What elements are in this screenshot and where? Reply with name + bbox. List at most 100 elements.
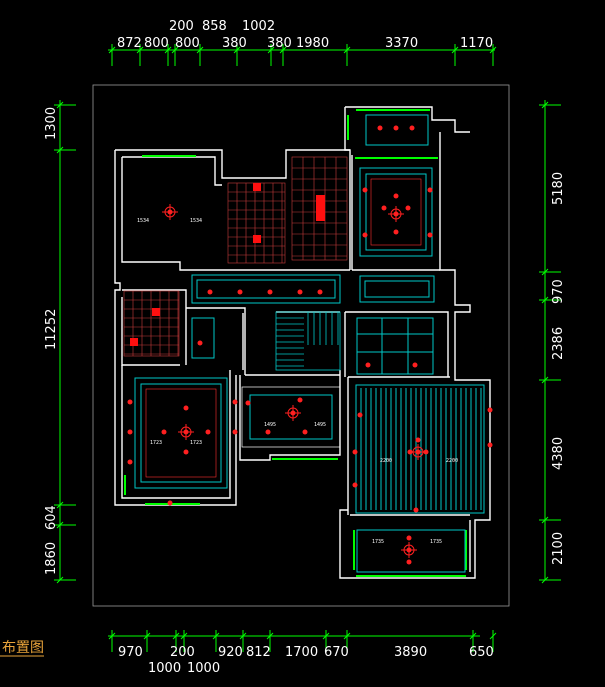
red-fixture [253, 183, 261, 191]
dim-bot-1000b: 1000 [187, 661, 220, 676]
lamp-marker [381, 205, 387, 211]
dim-top-1002: 1002 [242, 19, 275, 34]
red-fixture [152, 308, 160, 316]
lamp-marker [412, 362, 418, 368]
dim-top-800a: 800 [144, 36, 169, 51]
dim-bot-1700: 1700 [285, 645, 318, 660]
room-dim-label: 1495 [314, 422, 326, 428]
lamp-marker [406, 559, 412, 565]
dim-top-380b: 380 [267, 36, 292, 51]
lamp-marker [127, 399, 133, 405]
lamp-marker [393, 125, 399, 131]
lamp-marker [415, 437, 421, 443]
ceiling-lamps [127, 125, 493, 565]
dim-right-4380: 4380 [551, 437, 566, 470]
dim-top-1170: 1170 [460, 36, 493, 51]
dim-bot-812: 812 [246, 645, 271, 660]
room-dim-label: 1495 [264, 422, 276, 428]
lamp-marker [127, 429, 133, 435]
dim-left-11252: 11252 [44, 309, 59, 350]
lamp-marker [487, 407, 493, 413]
dim-top-1980: 1980 [296, 36, 329, 51]
dim-top-3370: 3370 [385, 36, 418, 51]
lamp-marker [405, 205, 411, 211]
dim-top-380a: 380 [222, 36, 247, 51]
room-dim-label: 2200 [446, 458, 458, 464]
lamp-marker [365, 362, 371, 368]
lamp-marker [267, 289, 273, 295]
dim-right-2386: 2386 [551, 327, 566, 360]
lamp-marker [487, 442, 493, 448]
walls [114, 106, 491, 579]
lamp-marker [265, 429, 271, 435]
dim-right-2100: 2100 [551, 532, 566, 565]
dim-bot-970: 970 [118, 645, 143, 660]
lamp-marker [297, 289, 303, 295]
red-fixture [253, 235, 261, 243]
dim-left-604: 604 [44, 505, 59, 530]
dimension-lines [54, 44, 561, 652]
tile-grids [123, 156, 348, 357]
lamp-marker [207, 289, 213, 295]
drawing-caption: 布置图 [2, 640, 44, 656]
lamp-marker [393, 229, 399, 235]
dim-top-200: 200 [169, 19, 194, 34]
dim-bot-3890: 3890 [394, 645, 427, 660]
dim-bot-920: 920 [218, 645, 243, 660]
dim-left-1300: 1300 [44, 107, 59, 140]
dim-bot-650: 650 [469, 645, 494, 660]
lamp-marker [127, 459, 133, 465]
dimension-text-top: 872 800 800 380 380 1980 3370 1170 200 8… [117, 19, 493, 51]
lamp-marker [232, 429, 238, 435]
drawing-frame [92, 84, 510, 607]
lamp-marker [167, 500, 173, 506]
lamp-marker [393, 193, 399, 199]
lamp-marker [245, 400, 251, 406]
lamp-marker [352, 482, 358, 488]
lamp-marker [357, 412, 363, 418]
red-fixture [316, 195, 325, 221]
lamp-marker [352, 449, 358, 455]
lamp-marker [297, 397, 303, 403]
staircase [275, 311, 341, 371]
dim-right-970: 970 [551, 279, 566, 304]
lamp-marker [409, 125, 415, 131]
room-dim-label: 2200 [380, 458, 392, 464]
room-dim-label: 1735 [430, 539, 442, 545]
room-dim-label: 1735 [372, 539, 384, 545]
lamp-marker [197, 340, 203, 346]
lamp-marker [302, 429, 308, 435]
lamp-marker [183, 449, 189, 455]
room-dim-label: 1534 [137, 218, 149, 224]
lamp-marker [377, 125, 383, 131]
dim-bot-1000a: 1000 [148, 661, 181, 676]
dim-top-800b: 800 [175, 36, 200, 51]
room-labels: 1534 1534 1723 1723 1735 1735 2200 2200 … [137, 218, 458, 545]
dimension-text-right: 5180 970 2386 4380 2100 [551, 172, 566, 565]
lamp-marker [427, 232, 433, 238]
dim-top-858: 858 [202, 19, 227, 34]
lamp-marker [237, 289, 243, 295]
room-dim-label: 1534 [190, 218, 202, 224]
lamp-marker [232, 399, 238, 405]
room-dim-label: 1723 [150, 440, 162, 446]
dim-left-1860: 1860 [44, 542, 59, 575]
ceiling-outlines [134, 114, 485, 573]
dimension-text-left: 1300 11252 604 1860 [44, 107, 59, 575]
lamp-marker [413, 507, 419, 513]
lamp-marker [406, 535, 412, 541]
lamp-marker [161, 429, 167, 435]
dim-top-872: 872 [117, 36, 142, 51]
dim-right-5180: 5180 [551, 172, 566, 205]
dim-bot-670: 670 [324, 645, 349, 660]
lamp-marker [362, 187, 368, 193]
lamp-marker [183, 405, 189, 411]
lamp-marker [205, 429, 211, 435]
red-fixture [130, 338, 138, 346]
lamp-marker [317, 289, 323, 295]
room-dim-label: 1723 [190, 440, 202, 446]
dim-bot-200: 200 [170, 645, 195, 660]
windows [124, 109, 467, 577]
lamp-marker [362, 232, 368, 238]
lamp-marker [427, 187, 433, 193]
